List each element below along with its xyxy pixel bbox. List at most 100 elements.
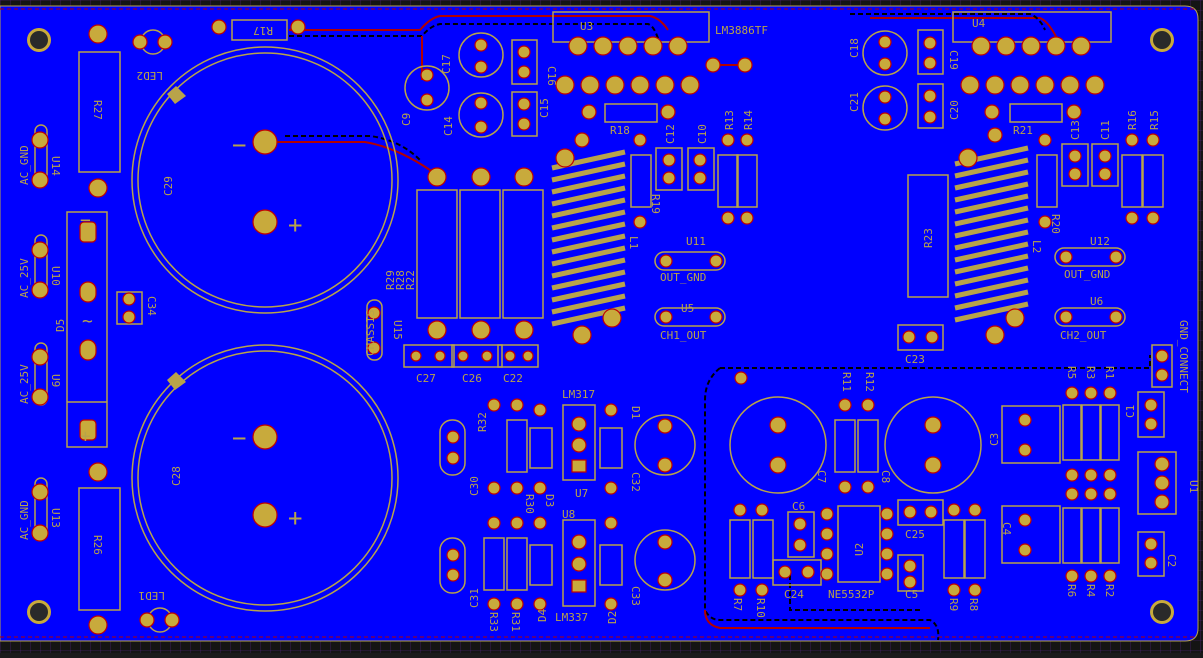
label-led1: LED1 [139,589,166,602]
label-c21: C21 [848,92,861,112]
label-c28: C28 [170,466,183,486]
label-r11: R11 [840,372,853,392]
label-c11: C11 [1099,120,1112,140]
label-c4: C4 [1000,522,1013,536]
label-c25: C25 [905,528,925,541]
label-u12: U12 [1090,235,1110,248]
label-r2: R2 [1103,584,1116,597]
label-c26: C26 [462,372,482,385]
label-u2: U2 [853,543,866,556]
label-l1: L1 [627,236,640,249]
label-c15: C15 [538,98,551,118]
label-c7: C7 [815,470,828,483]
label-u9: U9 [49,374,62,387]
label-r4: R4 [1084,584,1097,598]
label-r33: R33 [487,612,500,632]
label-c23: C23 [905,353,925,366]
label-u3: U3 [580,20,593,33]
label-ch1-out: CH1_OUT [660,329,707,342]
label-ne5532p: NE5532P [828,588,875,601]
label-c27: C27 [416,372,436,385]
label-led2: LED2 [137,69,164,82]
label-u5: U5 [681,302,694,315]
label-r18: R18 [610,124,630,137]
label-c32: C32 [629,472,642,492]
label-u4: U4 [972,17,986,30]
label-r5: R5 [1065,366,1078,379]
label-c24: C24 [784,588,804,601]
label-u14: U14 [49,156,62,176]
label-c14: C14 [442,116,455,136]
label-out-gnd-1: OUT_GND [660,271,706,284]
label-c12: C12 [664,124,677,144]
label-r10: R10 [754,598,767,618]
label-r7: R7 [731,598,744,611]
label-r20: R20 [1049,214,1062,234]
label-ac-25v-2: AC_25V [18,364,31,404]
label-c18: C18 [848,38,861,58]
label-r28: R28 [394,270,407,290]
label-c20: C20 [948,100,961,120]
label-ac-25v-1: AC_25V [18,258,31,298]
label-c34: C34 [145,296,158,316]
label-u11: U11 [686,235,706,248]
label-c22: C22 [503,372,523,385]
label-r23: R23 [922,228,935,248]
label-chassis: CHASSIS [364,310,377,356]
label-d5: D5 [54,319,67,332]
label-r15: R15 [1148,110,1161,130]
board-outline[interactable] [0,5,1199,642]
label-d1: D1 [629,406,642,419]
label-r16: R16 [1126,110,1139,130]
label-u7: U7 [575,487,588,500]
label-d3: D3 [543,494,556,507]
label-c1: C1 [1124,405,1137,418]
label-c2: C2 [1165,554,1178,567]
label-r6: R6 [1065,584,1078,597]
label-r8: R8 [967,598,980,611]
polarity-plus-c29: + [288,211,302,239]
label-r32: R32 [476,412,489,432]
label-u13: U13 [49,508,62,528]
inductor-coils [551,145,1029,327]
mounting-holes [27,28,1174,624]
polarity-marks [167,86,186,390]
label-r27: R27 [91,100,104,120]
label-c33: C33 [629,586,642,606]
d5-ac-mark: ~ [82,311,93,332]
label-r3: R3 [1084,366,1097,379]
label-c8: C8 [879,470,892,483]
label-r12: R12 [863,372,876,392]
label-c17: C17 [440,54,453,74]
label-c16: C16 [545,66,558,86]
label-r1: R1 [1103,366,1116,379]
label-c29: C29 [162,176,175,196]
label-r9: R9 [947,598,960,611]
label-d2: D2 [606,611,619,624]
label-c31: C31 [468,588,481,608]
label-lm3886-a: LM3886TF [715,24,768,37]
label-r14: R14 [742,110,755,130]
label-r26: R26 [91,535,104,555]
d5-plus-mark: + [80,426,91,447]
label-u15: U15 [391,320,404,340]
pads [31,19,1170,635]
label-u10: U10 [49,266,62,286]
label-c9: C9 [400,113,413,126]
d5-minus-mark: − [80,210,91,231]
label-gnd-connect: GND_CONNECT [1177,320,1190,393]
label-c19: C19 [947,50,960,70]
label-r29: R29 [384,270,397,290]
label-lm337: LM337 [555,611,588,624]
polarity-plus-c28: + [288,504,302,532]
label-ch2-out: CH2_OUT [1060,329,1107,342]
label-l2: L2 [1030,240,1043,253]
label-lm317: LM317 [562,388,595,401]
label-out-gnd-2: OUT_GND [1064,268,1110,281]
label-u8: U8 [562,508,575,521]
label-r17: R17 [253,24,273,37]
label-d4: D4 [536,608,549,622]
label-r22: R22 [404,270,417,290]
